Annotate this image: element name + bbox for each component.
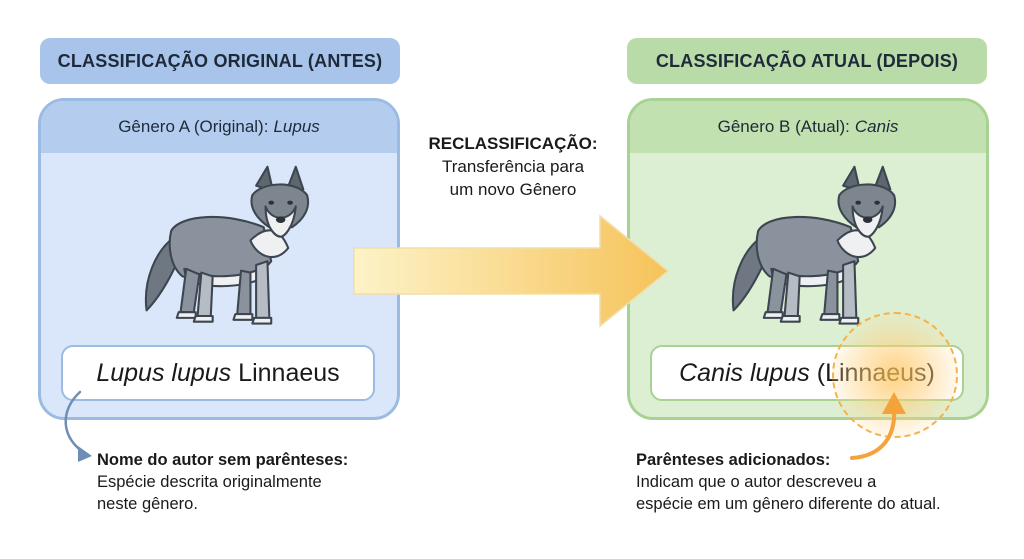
original-genus-name: Lupus xyxy=(273,117,320,136)
reclassification-line1: Transferência para xyxy=(441,157,585,176)
reclassification-line2: um novo Gênero xyxy=(449,180,577,199)
reclassification-title: RECLASSIFICAÇÃO: xyxy=(428,134,598,153)
original-author-name: Linnaeus xyxy=(238,358,340,387)
original-scientific-name: Lupus lupus xyxy=(96,358,232,387)
original-note-title: Nome do autor sem parênteses: xyxy=(97,451,349,469)
right-note-connector-arrow xyxy=(850,392,906,460)
right-arrow-icon xyxy=(353,214,670,328)
current-scientific-name-box: Canis lupus (Linnaeus) xyxy=(650,345,964,401)
current-author-name: (Linnaeus) xyxy=(816,358,935,387)
current-note-line1: Indicam que o autor descreveu a xyxy=(636,473,877,491)
current-genus-name: Canis xyxy=(854,117,899,136)
original-note-line1: Espécie descrita originalmente xyxy=(97,473,322,491)
reclassification-label: RECLASSIFICAÇÃO: Transferência para um n… xyxy=(410,132,616,201)
original-genus-title: Gênero A (Original): Lupus xyxy=(41,101,397,153)
current-genus-panel: Gênero B (Atual): Canis Can xyxy=(627,98,989,420)
current-genus-label: Gênero B (Atual): xyxy=(717,117,850,136)
current-genus-title: Gênero B (Atual): Canis xyxy=(630,101,986,153)
current-note-line2: espécie em um gênero diferente do atual. xyxy=(636,495,941,513)
current-note: Parênteses adicionados: Indicam que o au… xyxy=(636,449,996,515)
original-note: Nome do autor sem parênteses: Espécie de… xyxy=(97,449,397,515)
original-genus-label: Gênero A (Original): xyxy=(118,117,269,136)
current-note-title: Parênteses adicionados: xyxy=(636,451,831,469)
wolf-icon xyxy=(731,165,897,325)
original-note-line2: neste gênero. xyxy=(97,495,198,513)
left-note-connector-arrow xyxy=(64,390,92,462)
current-classification-header: CLASSIFICAÇÃO ATUAL (DEPOIS) xyxy=(627,38,987,84)
wolf-icon xyxy=(144,165,310,325)
original-classification-header: CLASSIFICAÇÃO ORIGINAL (ANTES) xyxy=(40,38,400,84)
original-scientific-name-box: Lupus lupus Linnaeus xyxy=(61,345,375,401)
current-scientific-name: Canis lupus xyxy=(679,358,810,387)
original-genus-panel: Gênero A (Original): Lupus xyxy=(38,98,400,420)
